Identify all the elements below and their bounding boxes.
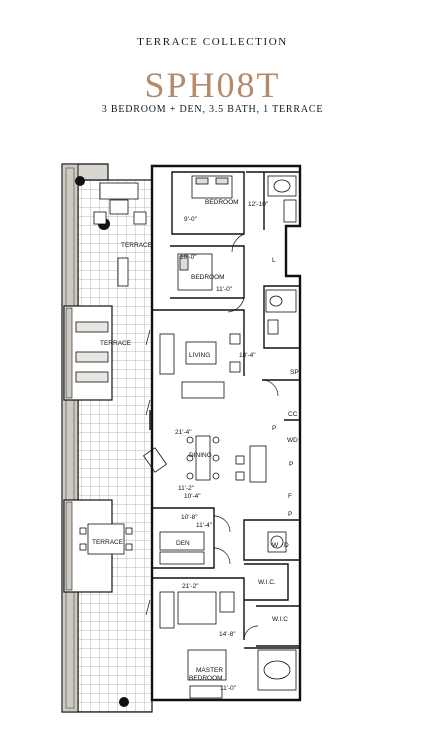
linen-label: L xyxy=(272,257,276,264)
walk-in-closet-label: W.I.C. xyxy=(258,579,276,586)
fixtures xyxy=(257,175,297,691)
plan-name: SPH08T xyxy=(144,65,281,105)
room-labels: BEDROOM BEDROOM TERRACE TERRACE TERRACE … xyxy=(92,199,299,682)
terrace-label: TERRACE xyxy=(100,340,132,347)
interior-walls xyxy=(149,171,301,649)
interior-furniture xyxy=(159,175,267,699)
dimension-label: 9'-0" xyxy=(184,216,198,223)
dimension-label: 11'-4" xyxy=(196,522,213,529)
washer-label: W xyxy=(272,542,279,549)
walk-in-closet-label: W.I.C xyxy=(272,616,288,623)
fridge-label: F xyxy=(288,493,292,500)
dimension-label: 10'-8" xyxy=(181,514,198,521)
collection-title: TERRACE COLLECTION xyxy=(137,36,288,48)
master-bedroom-label: MASTER xyxy=(196,667,223,674)
closet-label: CC xyxy=(288,411,298,418)
door-swings xyxy=(145,233,279,641)
plan-description: 3 BEDROOM + DEN, 3.5 BATH, 1 TERRACE xyxy=(101,104,324,115)
dimension-label: 21'-4" xyxy=(175,429,192,436)
terrace-label: TERRACE xyxy=(121,242,153,249)
pantry-label: P xyxy=(289,461,293,468)
terrace-furniture xyxy=(75,182,168,555)
dimension-label: 12'-10" xyxy=(248,201,269,208)
washer-dryer-label: WD xyxy=(287,437,298,444)
pantry-label: P xyxy=(288,511,292,518)
master-bedroom-label: BEDROOM xyxy=(189,675,223,682)
dimension-label: 14'-8" xyxy=(219,631,236,638)
dimension-label: 21'-2" xyxy=(182,583,199,590)
dimension-label: 11'-0" xyxy=(220,685,237,692)
terrace-label: TERRACE xyxy=(92,539,124,546)
storage-label: SP xyxy=(290,369,299,376)
dining-label: DINING xyxy=(189,452,212,459)
den-label: DEN xyxy=(176,540,190,547)
dimension-label: 11'-0" xyxy=(216,286,233,293)
dimension-label: 11'-2" xyxy=(178,485,195,492)
pantry-label: P xyxy=(272,425,276,432)
bedroom-label: BEDROOM xyxy=(205,199,239,206)
dimension-label: 18'-4" xyxy=(239,352,256,359)
dimension-label: 10'-4" xyxy=(184,493,201,500)
planter-icon xyxy=(119,697,129,707)
planter-icon xyxy=(75,176,85,186)
dimension-labels: 12'-10" 9'-0" 10'-0" 11'-0" 18'-4" 21'-4… xyxy=(175,201,269,692)
dryer-label: D xyxy=(284,542,289,549)
unit-walls xyxy=(150,164,302,702)
bedroom-label: BEDROOM xyxy=(191,274,225,281)
living-label: LIVING xyxy=(189,352,210,359)
dimension-label: 10'-0" xyxy=(180,254,197,261)
